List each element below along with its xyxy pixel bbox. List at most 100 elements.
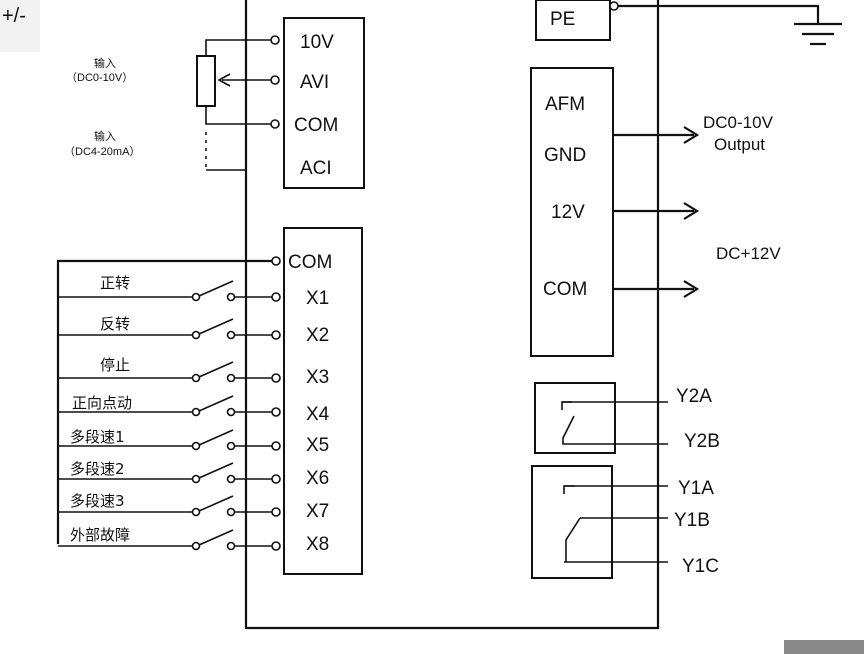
- terminal-com-output: COM: [543, 279, 587, 300]
- analog-input-block: [283, 17, 365, 189]
- function-reverse: 反转: [100, 315, 130, 333]
- terminal-x2: X2: [306, 325, 329, 346]
- pot-wiper-arrow: [217, 73, 231, 87]
- terminal-y2b: Y2B: [684, 431, 720, 452]
- terminal-x7-node: [271, 507, 281, 517]
- switch-x6-node-right: [226, 474, 236, 484]
- bottom-right-strip: [784, 640, 864, 654]
- relay1-moving-contact: [565, 517, 581, 562]
- switch-layer: [58, 280, 281, 551]
- terminal-gnd: GND: [544, 145, 586, 166]
- switch-x1-node-left: [191, 292, 201, 302]
- terminal-x8-node: [271, 541, 281, 551]
- switch-x7-node-right: [226, 507, 236, 517]
- switch-x2-node-right: [226, 330, 236, 340]
- terminal-12v: 12V: [551, 202, 585, 223]
- pe-label: PE: [550, 9, 575, 30]
- switch-x8-node-right: [226, 541, 236, 551]
- function-stop: 停止: [100, 356, 130, 374]
- common-bus-wire: [56, 259, 272, 544]
- switch-x4-node-right: [226, 407, 236, 417]
- terminal-y2a: Y2A: [676, 386, 712, 407]
- switch-x6-node-left: [191, 474, 201, 484]
- switch-x4-blade: [198, 395, 234, 412]
- switch-x4-node-left: [191, 407, 201, 417]
- terminal-x5: X5: [306, 435, 329, 456]
- terminal-x1-node: [271, 292, 281, 302]
- pe-wire: [618, 4, 820, 24]
- terminal-avi: AVI: [300, 72, 329, 93]
- com-output-arrow: [683, 280, 700, 298]
- top-left-shade: [0, 0, 40, 52]
- output-label-dc: DC0-10V: [703, 113, 774, 132]
- function-multispeed-1: 多段速1: [70, 428, 125, 446]
- input-current-label-2: （DC4-20mA）: [64, 145, 140, 158]
- node-com-digital: [271, 256, 281, 266]
- terminal-x6: X6: [306, 468, 329, 489]
- terminal-y1b: Y1B: [674, 510, 710, 531]
- pot-bottom-wire: [205, 106, 271, 125]
- function-forward-jog: 正向点动: [72, 394, 132, 412]
- relay2-box: [534, 382, 616, 454]
- terminal-com-digital: COM: [288, 252, 332, 273]
- terminal-y1c: Y1C: [682, 556, 719, 577]
- terminal-x4-node: [271, 407, 281, 417]
- terminal-y1a: Y1A: [678, 478, 714, 499]
- pe-box: [535, 0, 611, 41]
- switch-x3-blade: [198, 361, 234, 378]
- input-voltage-label-2: （DC0-10V）: [66, 71, 133, 84]
- node-10v: [270, 35, 280, 45]
- function-multispeed-3: 多段速3: [70, 492, 125, 510]
- terminal-x3: X3: [306, 367, 329, 388]
- main-enclosure: [244, 0, 660, 630]
- terminal-10v: 10V: [300, 32, 334, 53]
- digital-input-block: [283, 227, 363, 575]
- switch-x8-blade: [198, 529, 234, 546]
- switch-x3-node-right: [226, 373, 236, 383]
- title-fragment: +/-: [2, 5, 26, 27]
- switch-x2-node-left: [191, 330, 201, 340]
- switch-x8-node-left: [191, 541, 201, 551]
- function-forward: 正转: [100, 274, 130, 292]
- terminal-x3-node: [271, 373, 281, 383]
- terminal-aci: ACI: [300, 158, 332, 179]
- pot-top-wire: [205, 39, 271, 56]
- ground-icon: [794, 22, 842, 46]
- output-label-output: Output: [714, 135, 765, 154]
- terminal-x8: X8: [306, 534, 329, 555]
- terminal-afm: AFM: [545, 94, 585, 115]
- input-voltage-label-1: 输入: [94, 56, 116, 70]
- analog-output-block: [530, 67, 614, 357]
- switch-x1-blade: [198, 280, 234, 297]
- node-com-analog: [270, 119, 280, 129]
- potentiometer: [196, 55, 216, 107]
- switch-x3-node-left: [191, 373, 201, 383]
- terminal-x6-node: [271, 474, 281, 484]
- v12-output-arrow: [683, 202, 700, 220]
- terminal-x5-node: [271, 441, 281, 451]
- afm-output-arrow: [683, 126, 700, 144]
- pe-node: [609, 1, 619, 11]
- terminal-x4: X4: [306, 404, 330, 425]
- switch-x7-node-left: [191, 507, 201, 517]
- digital-input-rows: X1 X2 X3 X4 X5 X6 X7 X8 正转 反转 停止 正向点动 多段…: [70, 274, 330, 555]
- switch-x5-node-right: [226, 441, 236, 451]
- node-avi: [270, 75, 280, 85]
- input-current-label-1: 输入: [94, 129, 116, 143]
- relay1-box: [531, 465, 613, 579]
- switch-x5-blade: [198, 429, 234, 446]
- relay2-moving-contact: [562, 415, 668, 445]
- switch-x1-node-right: [226, 292, 236, 302]
- terminal-x7: X7: [306, 501, 329, 522]
- switch-x7-blade: [198, 495, 234, 512]
- supply-label: DC+12V: [716, 244, 781, 263]
- terminal-x2-node: [271, 330, 281, 340]
- function-external-fault: 外部故障: [70, 526, 130, 544]
- switch-x6-blade: [198, 462, 234, 479]
- function-multispeed-2: 多段速2: [70, 460, 125, 478]
- switch-x2-blade: [198, 318, 234, 335]
- switch-x5-node-left: [191, 441, 201, 451]
- terminal-com-analog: COM: [294, 115, 338, 136]
- terminal-x1: X1: [306, 288, 329, 309]
